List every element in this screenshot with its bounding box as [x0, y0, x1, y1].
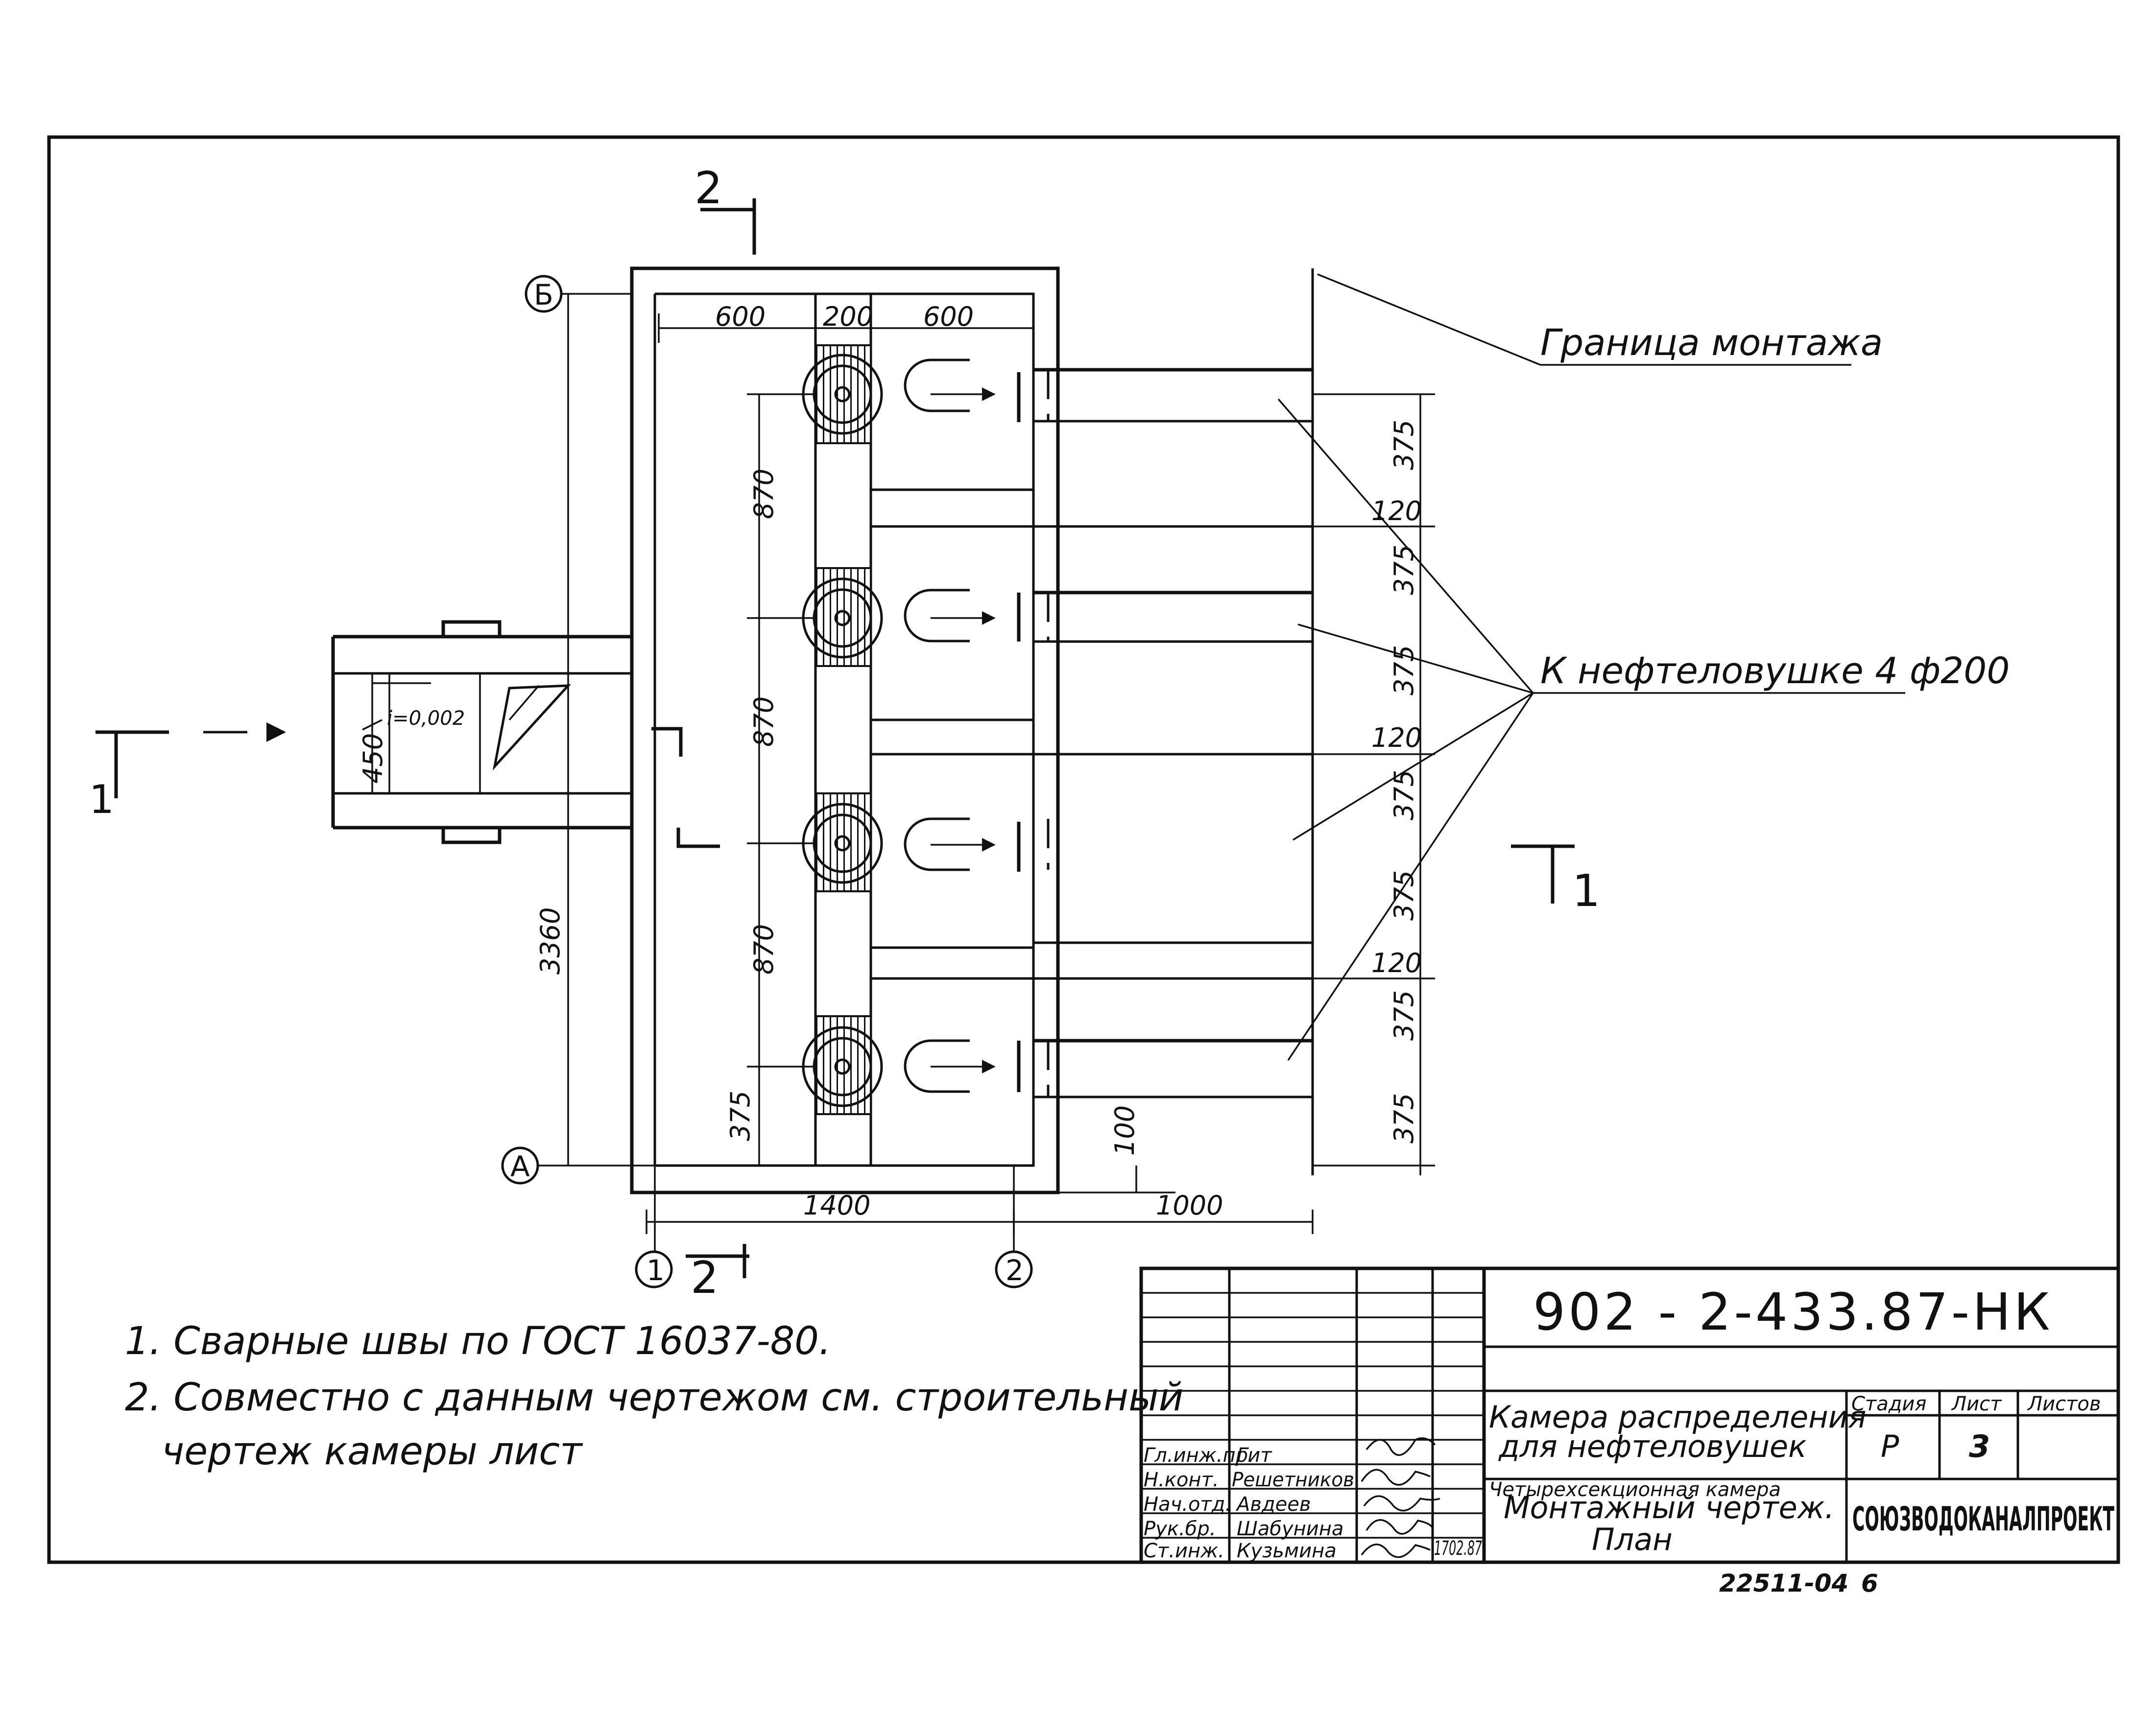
signature-scribble-5	[1361, 1543, 1431, 1558]
footer-page: 6	[1861, 1569, 1878, 1597]
sheet-value: 3	[1969, 1429, 1990, 1464]
callout-to-traps: К нефтеловушке 4 ф200	[1277, 398, 2010, 1061]
dim-pitch-2: 870	[748, 696, 779, 747]
signature-scribble-1	[1365, 1437, 1436, 1456]
valve-2	[802, 567, 883, 667]
dim-right-7: 375	[1389, 870, 1419, 921]
dim-offset-100: 100	[1109, 1105, 1140, 1156]
dim-top-600-left: 600	[715, 301, 766, 332]
notes: 1. Сварные швы по ГОСТ 16037-80. 2. Совм…	[125, 1319, 1183, 1474]
compartment-4	[869, 977, 1313, 1167]
chamber-plan	[331, 266, 1314, 1194]
compartment-1	[869, 292, 1313, 491]
dim-right-9: 375	[1389, 990, 1419, 1041]
axis-a: А	[501, 1146, 655, 1185]
subtitle-2: Монтажный чертеж.	[1504, 1490, 1834, 1525]
section-2-bottom-label: 2	[691, 1252, 719, 1304]
dim-right-4: 375	[1389, 645, 1419, 695]
signature-scribble-2	[1361, 1469, 1431, 1486]
axis-b-label: Б	[534, 278, 553, 311]
sign-date: 1702.87	[1434, 1537, 1482, 1560]
compartment-2	[869, 525, 1313, 721]
sign-name-3: Авдеев	[1235, 1493, 1311, 1516]
sheets-header: Листов	[2027, 1393, 2101, 1415]
note-1: 1. Сварные швы по ГОСТ 16037-80.	[125, 1319, 831, 1363]
sign-role-2: Н.конт.	[1144, 1469, 1219, 1491]
valve-4	[802, 1015, 883, 1115]
callout-boundary: Граница монтажа	[1317, 273, 1883, 366]
stage-header: Стадия	[1851, 1393, 1926, 1415]
sheet-header: Лист	[1951, 1393, 2002, 1415]
dim-overall-3360: 3360	[535, 907, 566, 975]
dim-right-5: 120	[1371, 722, 1422, 753]
object-title-2: для нефтеловушек	[1498, 1429, 1807, 1464]
sign-role-3: Нач.отд.	[1144, 1493, 1231, 1516]
sign-name-1: Гит	[1237, 1444, 1272, 1467]
section-2-top-label: 2	[695, 163, 722, 214]
sign-name-2: Решетников	[1232, 1469, 1354, 1491]
axis-1: 1	[635, 1166, 673, 1288]
axis-b: Б	[525, 275, 632, 313]
dimensions: 600 200 600 870 870 870 375 3360 450 i=0…	[358, 294, 1435, 1234]
axis-2-label: 2	[1006, 1254, 1024, 1287]
compartment-3	[869, 753, 1313, 949]
dim-pitch-3: 870	[748, 924, 779, 975]
dim-right-8: 120	[1371, 948, 1422, 978]
dim-right-6: 375	[1389, 770, 1419, 820]
organization: СОЮЗВОДОКАНАЛПРОЕКТ	[1852, 1500, 2114, 1539]
axis-1-label: 1	[647, 1254, 665, 1287]
dim-right-1: 375	[1389, 420, 1419, 470]
dim-right-10: 375	[1389, 1093, 1419, 1144]
dim-channel-450: 450	[358, 733, 388, 784]
sign-role-4: Рук.бр.	[1144, 1518, 1216, 1540]
sign-name-5: Кузьмина	[1237, 1540, 1337, 1562]
note-3: чертеж камеры лист	[162, 1430, 583, 1474]
slope-label: i=0,002	[387, 707, 465, 730]
sheet-frame	[47, 135, 2120, 1564]
valve-3	[802, 792, 883, 892]
object-title-1: Камера распределения	[1489, 1399, 1866, 1435]
dim-bottom-375-left: 375	[725, 1091, 756, 1141]
drawing-code: 902 - 2-433.87-НК	[1533, 1282, 2053, 1342]
axis-2: 2	[995, 1166, 1033, 1288]
dim-top-200: 200	[823, 301, 873, 332]
dim-right-2: 120	[1371, 496, 1422, 526]
section-1-left-label: 1	[89, 777, 114, 822]
dim-top-600-right: 600	[923, 301, 974, 332]
section-1-right-label: 1	[1572, 865, 1600, 917]
dim-right-3: 375	[1389, 545, 1419, 595]
callout-to-traps-text: К нефтеловушке 4 ф200	[1540, 650, 2010, 692]
sign-role-5: Ст.инж.	[1144, 1540, 1224, 1562]
sign-role-1: Гл.инж.пр.	[1144, 1444, 1254, 1467]
archive-number: 22511-04	[1719, 1569, 1848, 1597]
section-cut-1: 1 1	[89, 722, 1600, 917]
note-2: 2. Совместно с данным чертежом см. строи…	[125, 1376, 1183, 1420]
callout-boundary-text: Граница монтажа	[1540, 322, 1883, 364]
axis-a-label: А	[510, 1150, 530, 1183]
dim-pitch-1: 870	[748, 469, 779, 519]
dim-width-1400: 1400	[803, 1190, 870, 1221]
sign-name-4: Шабунина	[1237, 1518, 1343, 1540]
subtitle-1: Четырехсекционная камера	[1489, 1478, 1781, 1501]
stage-value: Р	[1881, 1429, 1899, 1464]
subtitle-3: План	[1592, 1522, 1673, 1557]
dim-width-1000: 1000	[1156, 1190, 1223, 1221]
signature-scribble-3	[1363, 1495, 1440, 1512]
section-cut-2: 2 2	[686, 163, 756, 1304]
title-block: 902 - 2-433.87-НК Камера распределения д…	[1139, 1266, 2120, 1564]
signature-scribble-4	[1365, 1519, 1434, 1535]
